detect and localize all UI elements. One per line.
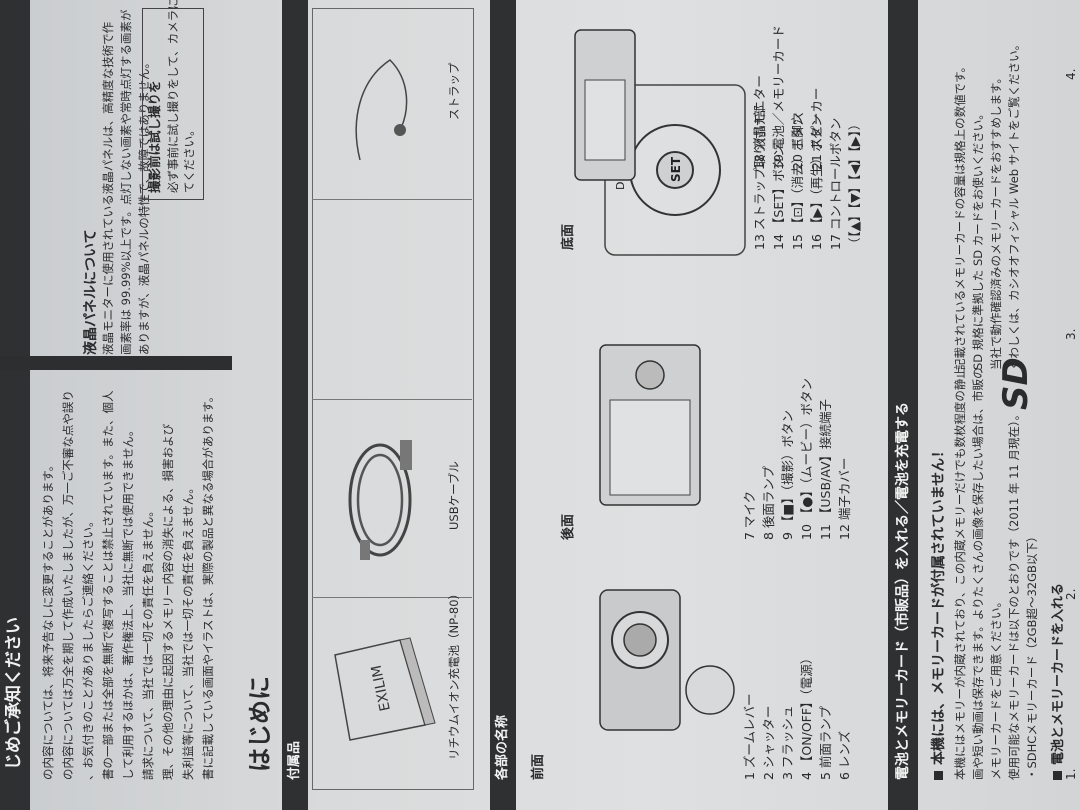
trial-box: 撮影前は試し撮りを 必ず事前に試し撮りをして、カメラに画像が正常に記録されてい …	[142, 0, 204, 200]
intro-line-8: 失利益等について、当社では一切その責任を負えません。	[181, 482, 195, 780]
accessories-band: 付属品	[282, 0, 308, 810]
memory-note-4: くわしくは、カシオオフィシャル Web サイトをご覧ください。	[1007, 38, 1021, 370]
top-banner-text: じめご承知ください	[4, 617, 24, 770]
column-divider	[0, 356, 240, 370]
intro-line-3: 、お気付きのことがありましたらご連絡ください。	[81, 515, 95, 781]
front-camera-drawing	[599, 589, 735, 731]
parts-title: 各部の名称	[495, 714, 510, 780]
rear-part-11: 17 コントロールボタン	[828, 117, 843, 250]
front-part-3: 3 フラッシュ	[780, 705, 795, 780]
bottom-part-3: 20 三脚穴	[790, 112, 805, 170]
sdxc-logo-text: SD	[996, 357, 1036, 410]
step-2: 2.	[1064, 588, 1078, 600]
section-heading-band: はじめに	[232, 0, 278, 810]
rear-part-1: 7 マイク	[742, 490, 757, 540]
parts-band: 各部の名称	[490, 0, 516, 810]
memory-line-5: ・SDHCメモリーカード（2GB超～32GB以下）	[1025, 530, 1039, 780]
sdxc-logo: SD	[996, 357, 1036, 410]
battery-memory-title: 電池とメモリーカード（市販品）を入れる／電池を充電する	[895, 402, 911, 780]
front-parts-list: 1 ズームレバー 2 シャッター 3 フラッシュ 4 【ON/OFF】（電源） …	[740, 652, 854, 780]
front-part-1: 1 ズームレバー	[742, 693, 757, 780]
step-1: 1.	[1064, 768, 1078, 780]
front-title: 前面	[531, 753, 546, 780]
memory-note-2: SD 規格に準拠した SD カードをお使いください。	[971, 108, 985, 370]
accessories-title: 付属品	[287, 740, 302, 780]
rear-camera-drawing	[599, 344, 701, 506]
battery-label: リチウムイオン充電池（NP-80）	[447, 587, 461, 760]
front-part-4: 4 【ON/OFF】（電源）	[799, 651, 814, 780]
table-divider-2	[312, 399, 472, 400]
bottom-title: 底面	[561, 223, 576, 250]
rear-part-4: 10 【●】（ムービー）ボタン	[799, 377, 814, 540]
intro-line-1: の内容については、将来予告なしに変更することがあります。	[41, 459, 55, 780]
bottom-part-2: 19 電池／メモリーカード	[771, 25, 786, 170]
lcd-line-2: 画素率は 99.99%以上です。点灯しない画素や常時点灯する画素が	[119, 9, 133, 355]
rear-part-3: 9 【■】（撮影）ボタン	[780, 410, 795, 540]
battery-memory-band: 電池とメモリーカード（市販品）を入れる／電池を充電する	[888, 0, 918, 810]
bottom-part-4: 21 スピーカー	[809, 87, 824, 170]
strap-label: ストラップ	[447, 62, 461, 121]
trial-line-1: 必ず事前に試し撮りをして、カメラに画像が正常に記録されてい	[166, 0, 180, 193]
rear-title: 後面	[561, 513, 576, 540]
front-part-5: 5 前面ランプ	[818, 705, 833, 780]
intro-line-5: して利用するほかは、著作権法上、当社に無断では使用できません。	[121, 424, 135, 780]
memory-warning: 本機には、メモリーカードが付属されていません！	[930, 444, 948, 780]
battery-drawing: EXILIM	[334, 637, 436, 741]
memory-line-4: 使用可能なメモリーカードは以下のとおりです（2011 年 11 月現在）。	[1007, 408, 1021, 780]
memory-note-1: 記載されているメモリーカードの容量は規格上の数値です。	[953, 60, 967, 370]
front-part-6: 6 レンズ	[837, 730, 852, 780]
rear-part-12: （【▲】【▼】【◀】【▶】）	[847, 117, 862, 250]
trial-title: 撮影前は試し撮りを	[147, 80, 162, 193]
strap-drawing	[355, 59, 408, 161]
section-heading: はじめに	[246, 676, 274, 772]
step-3: 3.	[1064, 328, 1078, 340]
intro-line-9: 書に記載している画面やイラストは、実際の製品と異なる場合があります。	[201, 390, 215, 780]
intro-line-7: 理、その他の理由に起因するメモリー内容の消失による、損害および	[161, 423, 175, 780]
lcd-title: 液晶パネルについて	[83, 229, 99, 355]
step-4: 4.	[1064, 68, 1078, 80]
trial-line-2: てください。	[182, 124, 196, 193]
bottom-part-1: 18 液晶モニター	[752, 75, 767, 170]
top-banner: じめご承知ください	[0, 0, 30, 810]
set-text: SET	[669, 156, 683, 182]
usb-cable-drawing	[348, 440, 412, 560]
usb-label: USBケーブル	[447, 461, 461, 530]
front-part-2: 2 シャッター	[761, 705, 776, 780]
intro-line-6: 請求について、当社では一切その責任を負えません。	[141, 505, 155, 780]
battery-insert-title: 電池とメモリーカードを入れる	[1050, 583, 1068, 780]
intro-line-4: 書の一部または全部を無断で複写することは禁止されています。また、個人	[101, 390, 115, 780]
rear-parts-list: 7 マイク 8 後面ランプ 9 【■】（撮影）ボタン 10 【●】（ムービー）ボ…	[740, 378, 854, 540]
memory-line-3: メモリーカードをご用意ください。	[989, 596, 1003, 780]
memory-note-3: 当社で動作確認済みのメモリーカードをおすすめします。	[989, 72, 1003, 370]
intro-line-2: の内容については万全を期して作成いたしましたが、万一ご不審な点や誤り	[61, 390, 75, 780]
rear-part-2: 8 後面ランプ	[761, 465, 776, 540]
memory-line-1: 本機にはメモリーが内蔵されており、この内蔵メモリーだけでも数枚程度の静止	[953, 367, 967, 780]
bottom-camera-drawing	[574, 29, 636, 181]
lcd-line-1: 液晶モニターに使用されている液晶パネルは、高精度な技術で作	[101, 21, 115, 355]
table-divider-3	[312, 199, 472, 200]
rear-part-6: 12 端子カバー	[837, 457, 852, 540]
memory-line-2: 画や短い動画は保存できます。よりたくさんの画像を保存したい場合は、市販の	[971, 367, 985, 780]
bottom-parts-list: 18 液晶モニター 19 電池／メモリーカード 20 三脚穴 21 スピーカー	[750, 25, 826, 170]
rear-part-5: 11 【USB/AV】接続端子	[818, 398, 833, 540]
